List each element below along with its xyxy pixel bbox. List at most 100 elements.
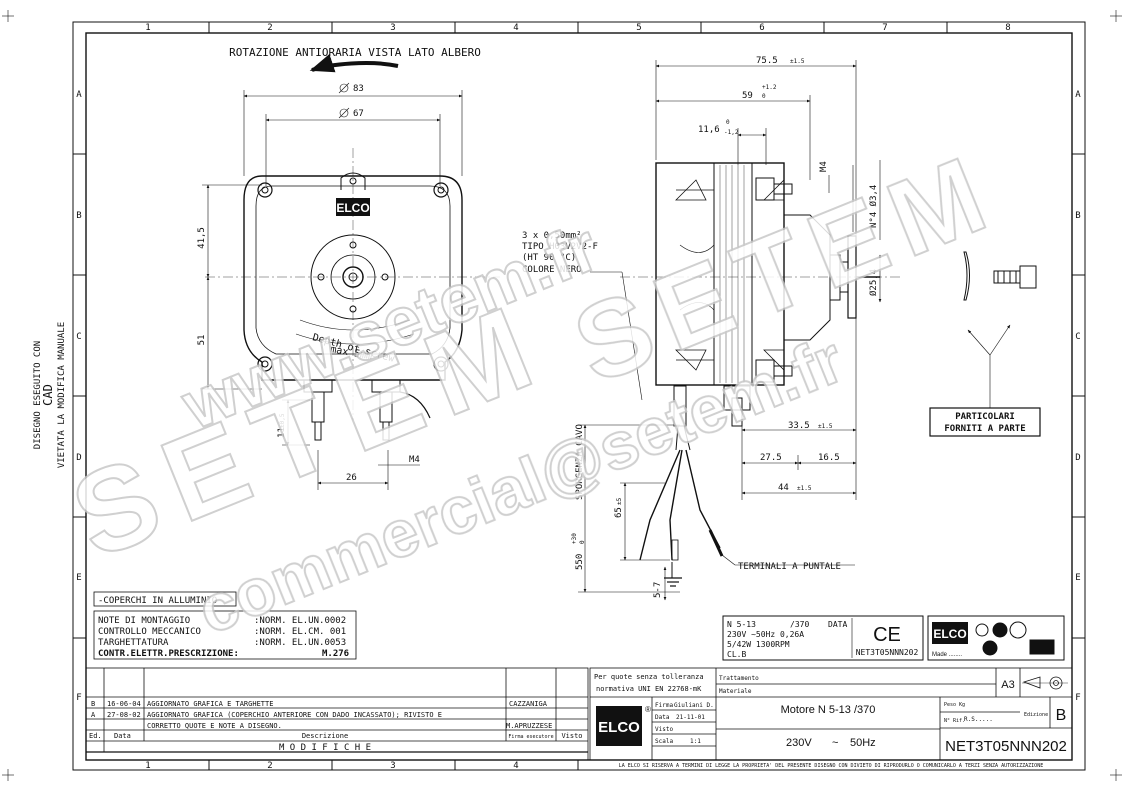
title-logo-r: ® xyxy=(645,705,651,714)
rev-b-firm: CAZZANIGA xyxy=(509,700,548,708)
dim-26: 26 xyxy=(346,473,357,483)
dim-59-tol-up: +1.2 xyxy=(762,84,777,91)
front-logo-plate xyxy=(336,198,370,216)
coperchi-note: -COPERCHI IN ALLUMINIO xyxy=(98,596,217,606)
plate-data: DATA xyxy=(828,620,847,629)
dim-65: 65 xyxy=(614,507,624,518)
dim-diam-25-4: Ø25,4 xyxy=(868,269,879,296)
edizione-value: B xyxy=(1056,707,1067,724)
particolari-line1: PARTICOLARI xyxy=(955,412,1015,422)
note-value-montaggio: :NORM. EL.UN.0002 xyxy=(254,616,346,626)
row-e-left: E xyxy=(76,573,81,583)
row-b-right: B xyxy=(1075,211,1080,221)
dim-n4-hole: N°4 Ø3,4 xyxy=(868,185,879,228)
dim-44-tol: ±1.5 xyxy=(797,485,812,492)
col-7: 7 xyxy=(882,23,887,33)
title-line1: Motore N 5-13 /370 xyxy=(781,704,876,716)
firma-value: Giuliani D. xyxy=(674,702,714,709)
col-8: 8 xyxy=(1005,23,1010,33)
side-note-line1: DISEGNO ESEGUITO CON xyxy=(33,341,43,449)
rev-a-ed: A xyxy=(91,711,96,719)
row-letters: A B C D E F A B C D E F xyxy=(76,90,1081,703)
motor-side-body xyxy=(620,162,1037,587)
note-label-controllo: CONTROLLO MECCANICO xyxy=(98,627,201,637)
col-3: 3 xyxy=(390,23,395,33)
title-logo: ELCO xyxy=(598,719,640,736)
title-tilde: ~ xyxy=(832,737,838,749)
note-label-targhettatura: TARGHETTATURA xyxy=(98,638,169,648)
particolari-box: PARTICOLARI FORNITI A PARTE xyxy=(929,407,1041,437)
dim-550-tol-up: +30 xyxy=(571,533,578,544)
drawing-number: NET3T05NNN202 xyxy=(945,738,1067,755)
rev-a-firm: M.APRUZZESE xyxy=(506,722,552,730)
dim-27-5: 27.5 xyxy=(760,453,782,463)
plate-code: NET3T05NNN202 xyxy=(856,648,919,657)
dim-m4-front: M4 xyxy=(409,455,420,465)
dim-16-5: 16.5 xyxy=(818,453,840,463)
row-f-right: F xyxy=(1075,693,1080,703)
ce-mark: CE xyxy=(873,624,901,646)
nameplate: N 5-13 /370 DATA 230V ~50Hz 0,26A 5/42W … xyxy=(722,615,1065,661)
plate-model: N 5-13 xyxy=(727,620,756,629)
row-a-right: A xyxy=(1075,90,1081,100)
sporgenza-label: SPORGENZA CAVO xyxy=(575,424,585,500)
dim-67: 67 xyxy=(353,109,364,119)
ownership-footer: LA ELCO SI RISERVA A TERMINI DI LEGGE LA… xyxy=(619,763,1043,769)
note-value-targhettatura: :NORM. EL.UN.0053 xyxy=(254,638,346,648)
plate-variant: /370 xyxy=(790,620,809,629)
hdr-firma: Firma esecutore xyxy=(508,734,553,740)
cad-side-note: DISEGNO ESEGUITO CON CAD VIETATA LA MODI… xyxy=(33,322,67,468)
firma-label: Firma xyxy=(655,702,673,709)
frame-crop-marks xyxy=(2,10,1122,781)
dim-11: 11 xyxy=(277,427,287,438)
col-5: 5 xyxy=(636,23,641,33)
tol-line1: Per quote senza tolleranza xyxy=(594,673,704,681)
bottom-col-2: 2 xyxy=(267,761,272,771)
row-d-right: D xyxy=(1075,453,1080,463)
dim-550: 550 xyxy=(575,554,585,570)
cable-spec-line4: COLORE NERO xyxy=(522,265,582,275)
terminali-label: TERMINALI A PUNTALE xyxy=(738,562,841,572)
row-b-left: B xyxy=(76,211,81,221)
title-logo-plate xyxy=(596,706,642,746)
rev-b-ed: B xyxy=(91,700,95,708)
rev-a-date: 27-08-02 xyxy=(107,711,141,719)
prescr-label: CONTR.ELETTR.PRESCRIZIONE: xyxy=(98,649,239,659)
rev-a-desc-cont: CORRETTO QUOTE E NOTE A DISEGNO. xyxy=(147,722,282,730)
col-6: 6 xyxy=(759,23,764,33)
dim-11-6-tol-dn: -1,2 xyxy=(724,129,739,136)
dim-83: 83 xyxy=(353,84,364,94)
revisions-table: B 16-06-04 AGGIORNATO GRAFICA E TARGHETT… xyxy=(85,667,589,761)
dim-59-tol-dn: 0 xyxy=(762,93,766,100)
front-logo: ELCO xyxy=(336,201,369,215)
peso-label: Peso Kg xyxy=(944,702,965,708)
plate-made: Made ........ xyxy=(932,652,962,658)
watermark: www.setem.fr SETEM SETEM commercial@sete… xyxy=(54,128,1014,649)
rotation-label: ROTAZIONE ANTIORARIA VISTA LATO ALBERO xyxy=(229,46,481,59)
col-2: 2 xyxy=(267,23,272,33)
hdr-visto: Visto xyxy=(561,732,582,740)
dim-m4-side: M4 xyxy=(819,161,829,172)
plate-logo: ELCO xyxy=(933,627,966,641)
hdr-ed: Ed. xyxy=(89,732,102,740)
rif-label: N° Rif. xyxy=(944,718,965,724)
hdr-data: Data xyxy=(114,732,131,740)
scala-value: 1:1 xyxy=(690,738,701,745)
scala-label: Scala xyxy=(655,738,673,745)
dim-5-7: 5-7 xyxy=(653,582,663,598)
cable-spec-line1: 3 x 0,50mm² xyxy=(522,231,582,241)
col-4: 4 xyxy=(513,23,518,33)
cable-spec-line3: (HT 90 °C) xyxy=(522,253,576,263)
trattamento-label: Trattamento xyxy=(719,675,759,682)
side-view: 75.5 ±1.5 59 +1.2 0 11,6 0 -1,2 M4 N°4 Ø… xyxy=(522,56,1041,601)
dim-550-tol-dn: 0 xyxy=(579,540,586,544)
dim-44: 44 xyxy=(778,483,789,493)
row-d-left: D xyxy=(76,453,81,463)
hdr-descrizione: Descrizione xyxy=(302,732,348,740)
col-1: 1 xyxy=(145,23,150,33)
dim-11-tol: ±0,5 xyxy=(279,413,286,428)
note-label-montaggio: NOTE DI MONTAGGIO xyxy=(98,616,190,626)
dim-51: 51 xyxy=(197,335,207,346)
bottom-col-1: 1 xyxy=(145,761,150,771)
dim-59: 59 xyxy=(742,91,753,101)
